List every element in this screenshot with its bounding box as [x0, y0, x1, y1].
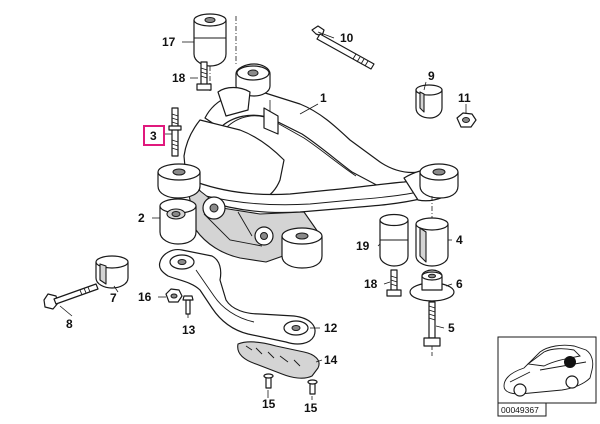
callout-3-highlight-box [143, 125, 165, 146]
callout-4[interactable]: 4 [456, 233, 463, 247]
callout-7[interactable]: 7 [110, 291, 117, 305]
callout-15-left[interactable]: 15 [262, 397, 276, 411]
callout-19[interactable]: 19 [356, 239, 370, 253]
part-3-stud-bolt[interactable] [168, 107, 182, 157]
callout-labels: 1 2 3 4 5 6 7 8 9 10 11 12 13 14 15 15 1… [66, 31, 471, 415]
part-15-screw-right[interactable] [307, 379, 318, 395]
part-13-screw[interactable] [182, 295, 194, 315]
callout-13[interactable]: 13 [182, 323, 196, 337]
callout-9[interactable]: 9 [428, 69, 435, 83]
callout-12[interactable]: 12 [324, 321, 338, 335]
subframe-rear-right-bushing[interactable] [419, 163, 459, 199]
car-icon [503, 344, 594, 397]
callout-11[interactable]: 11 [458, 91, 471, 105]
callout-1[interactable]: 1 [320, 91, 327, 105]
callout-10[interactable]: 10 [340, 31, 354, 45]
subframe-front-bushing-center[interactable] [281, 227, 323, 269]
part-11-nut[interactable] [456, 112, 477, 128]
part-4-bushing[interactable] [415, 217, 449, 267]
callout-16[interactable]: 16 [138, 290, 152, 304]
callout-18-lower[interactable]: 18 [364, 277, 378, 291]
subframe-side-bushing[interactable] [202, 196, 274, 246]
part-14-heat-shield[interactable] [237, 341, 320, 379]
part-19-bushing[interactable] [379, 213, 409, 267]
part-18-bolt-lower[interactable] [386, 269, 402, 297]
part-18-bolt-upper[interactable] [196, 61, 212, 91]
part-12-support-bracket[interactable] [158, 249, 316, 345]
part-2-rubber-bushing[interactable] [159, 198, 197, 245]
part-6-washer[interactable] [409, 269, 455, 302]
inset-caption: 00049367 [501, 405, 539, 415]
part-7-sleeve[interactable] [95, 255, 129, 289]
part-9-bushing[interactable] [415, 84, 443, 119]
callout-5[interactable]: 5 [448, 321, 455, 335]
callout-2[interactable]: 2 [138, 211, 145, 225]
part-16-nut[interactable] [165, 288, 183, 303]
part-8-bolt[interactable] [43, 283, 99, 310]
callout-15-right[interactable]: 15 [304, 401, 318, 415]
inset-caption-box [497, 402, 547, 417]
callout-3[interactable]: 3 [150, 129, 157, 143]
callout-8[interactable]: 8 [66, 317, 73, 331]
part-15-screw-left[interactable] [263, 373, 274, 389]
callout-6[interactable]: 6 [456, 277, 463, 291]
callout-18-upper[interactable]: 18 [172, 71, 186, 85]
part-5-bolt[interactable] [423, 301, 441, 347]
callout-14[interactable]: 14 [324, 353, 338, 367]
leader-lines [59, 31, 467, 400]
callout-17[interactable]: 17 [162, 35, 176, 49]
subframe-front-left-bushing[interactable] [157, 163, 201, 199]
location-marker-icon [564, 356, 576, 368]
vehicle-inset[interactable]: 00049367 [497, 336, 597, 417]
part-17-rubber-mount[interactable] [193, 13, 227, 67]
